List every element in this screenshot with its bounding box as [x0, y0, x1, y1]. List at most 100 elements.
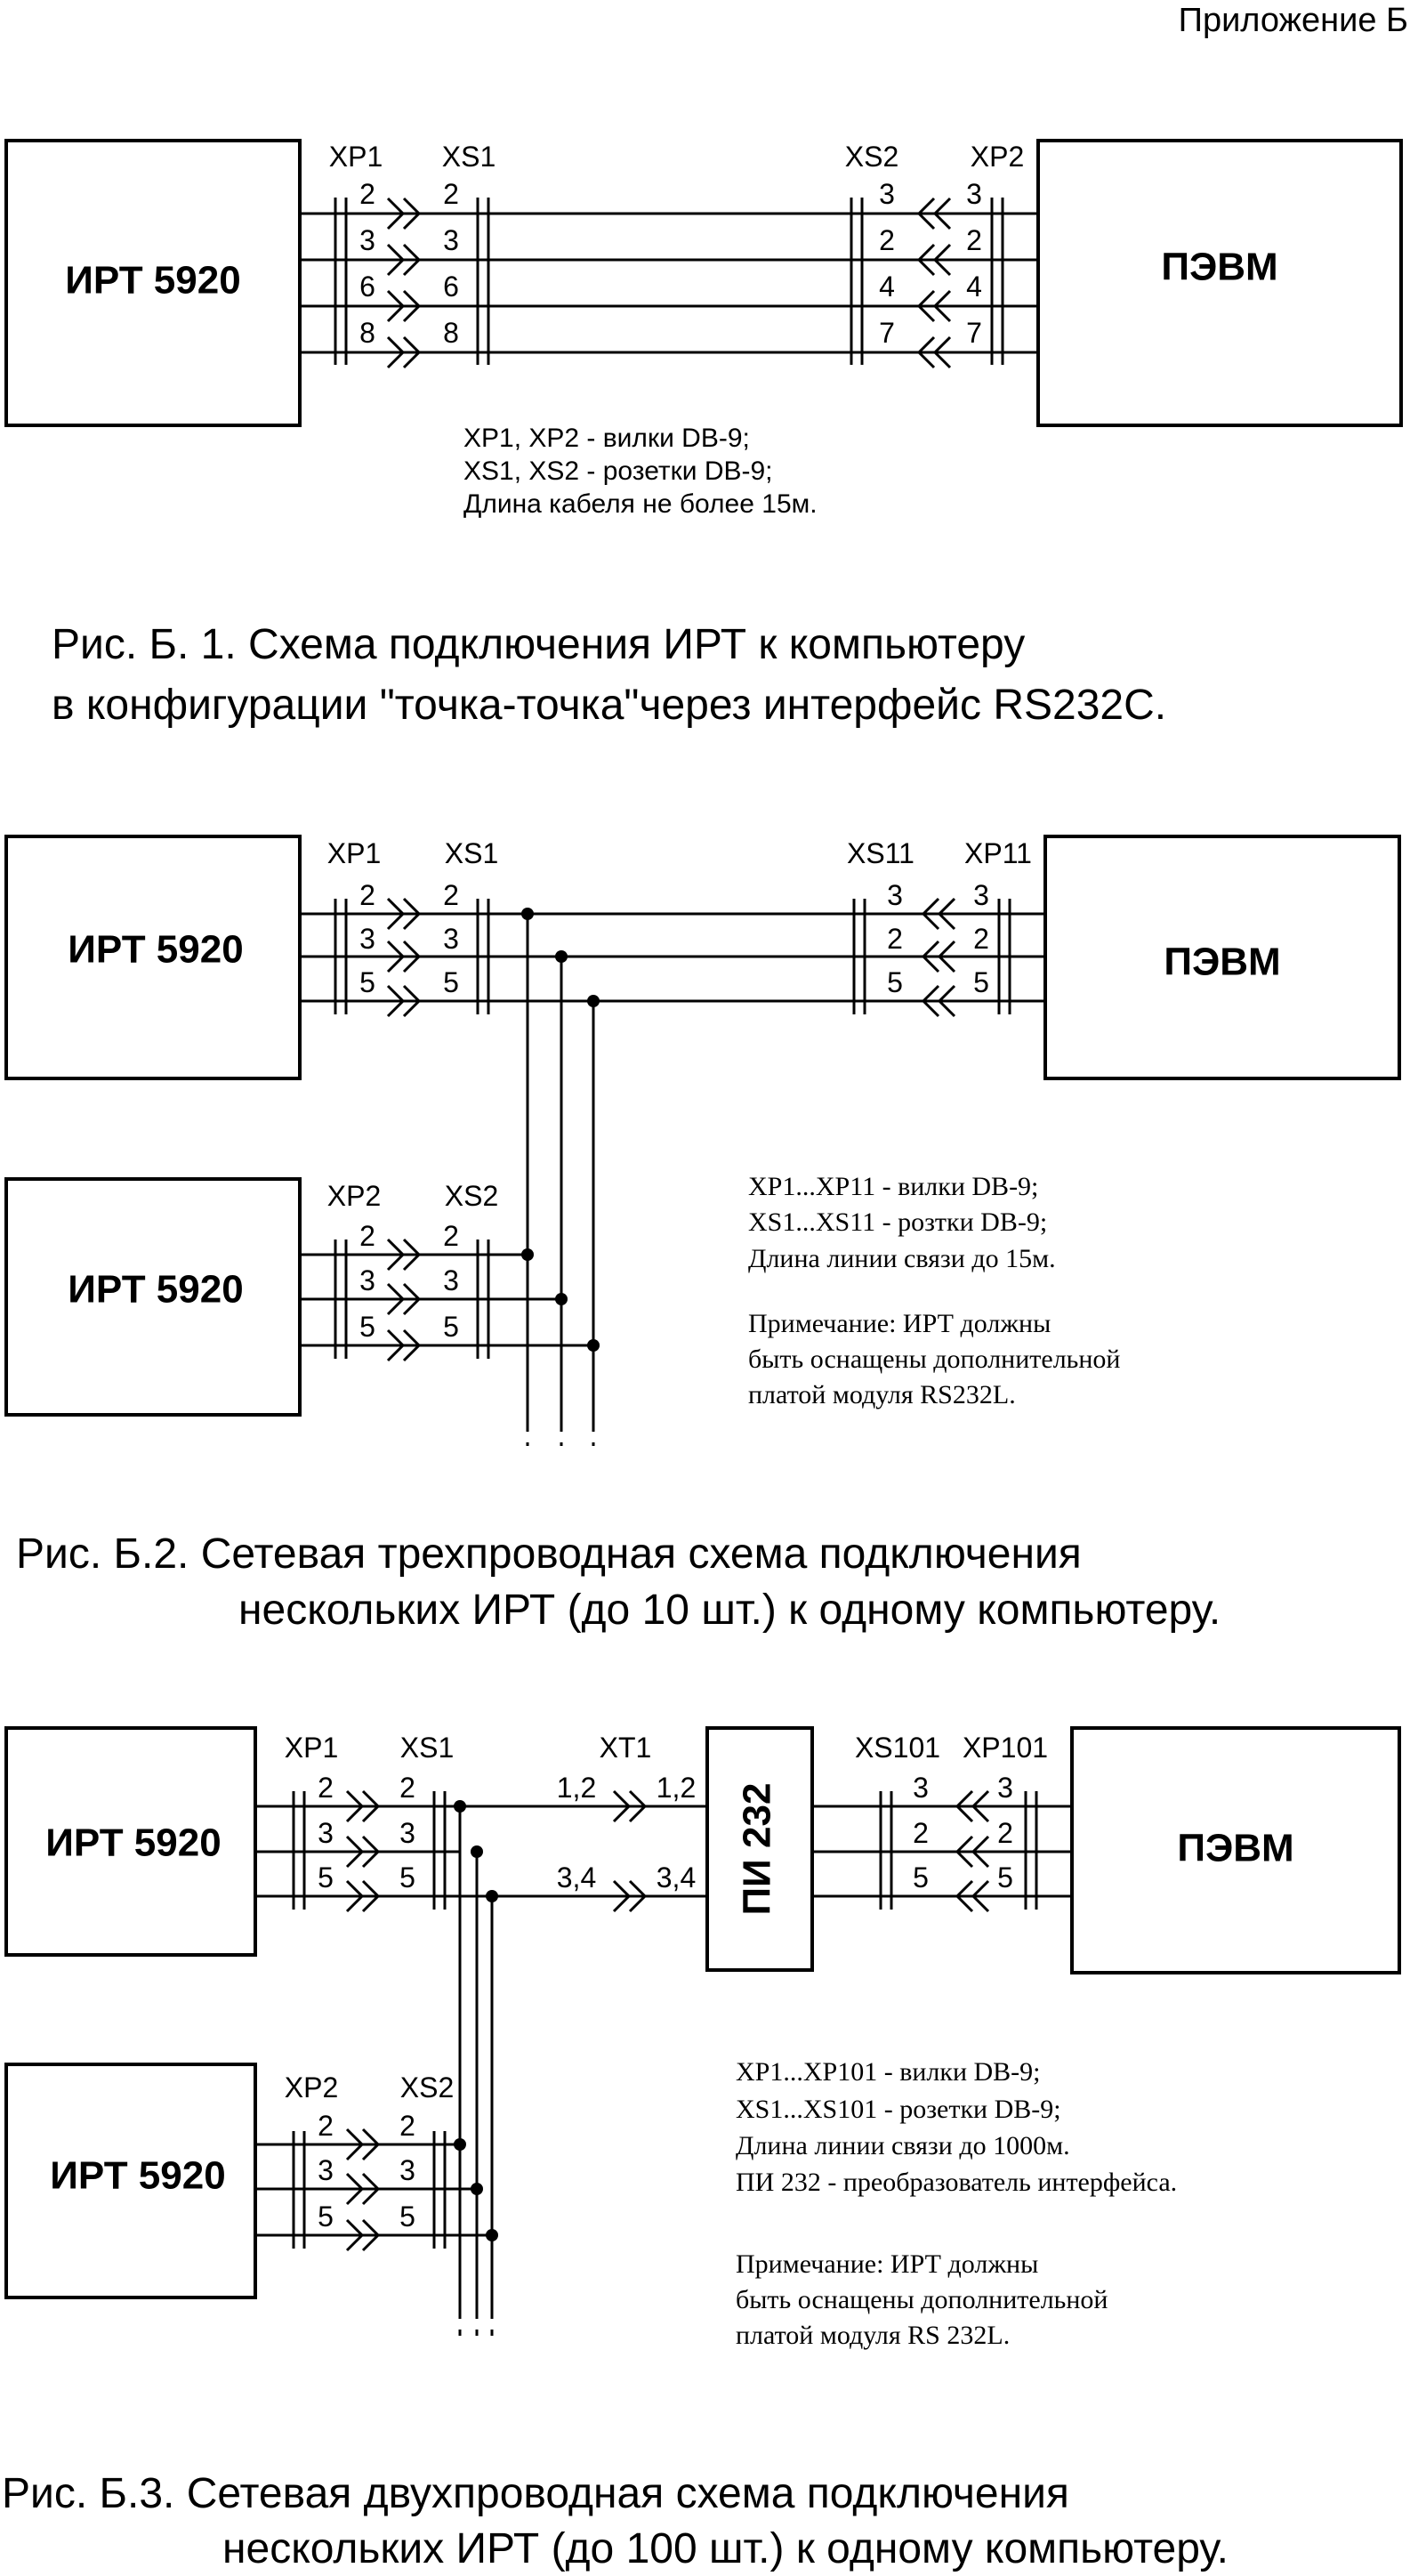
xt1-out-pin-2: 3,4	[657, 1861, 696, 1894]
connector-chevrons	[345, 1789, 990, 2252]
figure-3-two-wire-network-diagram: ИРТ 5920 ИРТ 5920 ПИ 232 ПЭВМ XP1 XS1 XT…	[2, 1726, 1401, 2572]
xs2-pin-1: 2	[443, 1220, 459, 1252]
xp1-pin-2: 3	[359, 224, 375, 256]
figure-1-caption-line-2: в конфигурации "точка-точка"через интерф…	[52, 682, 1166, 729]
xp2-connector-label: XP2	[285, 2071, 338, 2104]
bus-wires	[255, 1791, 1072, 2306]
xp1-pin-1: 2	[359, 178, 375, 210]
irt-5920-label-1: ИРТ 5920	[45, 1821, 221, 1865]
xp2-connector-label: XP2	[971, 141, 1024, 173]
remark-line: Примечание: ИРТ должны	[736, 2249, 1038, 2279]
xs1-pin-4: 8	[443, 317, 459, 349]
xs1-connector-label: XS1	[400, 1732, 454, 1764]
xp1-pin-2: 3	[318, 1817, 334, 1849]
note-line: XP1, XP2 - вилки DB-9;	[463, 424, 750, 453]
xs11-pin-1: 3	[887, 879, 903, 911]
figure-3-caption: Рис. Б.3. Сетевая двухпроводная схема по…	[2, 2470, 1069, 2517]
connector-chevrons	[386, 197, 952, 369]
xs2-pin-3: 5	[399, 2201, 415, 2233]
xp11-connector-label: XP11	[964, 837, 1032, 869]
xt1-connector-label: XT1	[600, 1732, 652, 1764]
xs1-pin-3: 6	[443, 271, 459, 303]
xs11-connector-label: XS11	[847, 837, 914, 869]
remark-line: Примечание: ИРТ должны	[748, 1309, 1051, 1338]
xp101-pin-2: 2	[997, 1817, 1013, 1849]
xs1-pin-2: 3	[443, 224, 459, 256]
xt1-out-pin-1: 1,2	[657, 1772, 696, 1804]
xs2-pin-1: 3	[879, 178, 895, 210]
xs101-connector-label: XS101	[855, 1732, 940, 1764]
xp1-pin-2: 3	[359, 923, 375, 955]
note-line: Длина кабеля не более 15м.	[463, 489, 818, 519]
xs2-pin-3: 4	[879, 271, 895, 303]
xp2-pin-1: 2	[318, 2110, 334, 2142]
xs101-pin-1: 3	[913, 1772, 929, 1804]
xs2-pin-2: 2	[879, 224, 895, 256]
figure-1-caption: Рис. Б. 1. Схема подключения ИРТ к компь…	[52, 621, 1025, 668]
xp1-connector-label: XP1	[285, 1732, 338, 1764]
xs2-pin-1: 2	[399, 2110, 415, 2142]
xt1-in-pin-1: 1,2	[557, 1772, 596, 1804]
xp11-pin-3: 5	[973, 966, 989, 998]
network-notes: XP1...XP101 - вилки DB-9; XS1...XS101 - …	[736, 2057, 1177, 2350]
remark-line: платой модуля RS 232L.	[736, 2321, 1010, 2350]
cable-wires	[300, 198, 1038, 365]
xs2-pin-3: 5	[443, 1311, 459, 1343]
xp11-pin-2: 2	[973, 923, 989, 955]
xs1-connector-label: XS1	[445, 837, 498, 869]
xs1-pin-3: 5	[399, 1861, 415, 1894]
note-line: Длина линии связи до 15м.	[748, 1244, 1056, 1273]
junction-dots	[454, 1800, 498, 2241]
note-line: XP1...XP101 - вилки DB-9;	[736, 2057, 1041, 2087]
xs101-pin-3: 5	[913, 1861, 929, 1894]
xp2-pin-3: 5	[318, 2201, 334, 2233]
pin-numbers: 2 3 5 2 3 5 2 3 5 2 3 5 3 2 5 3 2 5	[359, 879, 989, 1343]
xp101-connector-label: XP101	[963, 1732, 1048, 1764]
irt-5920-device-box-2	[4, 2063, 257, 2299]
remark-line: платой модуля RS232L.	[748, 1380, 1016, 1409]
pi-232-converter-box	[705, 1726, 814, 1972]
figure-2-caption-line-2: нескольких ИРТ (до 10 шт.) к одному комп…	[238, 1587, 1221, 1634]
figure-2-three-wire-network-diagram: ИРТ 5920 ИРТ 5920 ПЭВМ XP1 XS1 XS11 XP11…	[4, 835, 1401, 1634]
xp2-pin-4: 7	[966, 317, 982, 349]
xp1-pin-3: 5	[359, 966, 375, 998]
xs1-pin-1: 2	[443, 178, 459, 210]
pi-232-label: ПИ 232	[736, 1783, 779, 1916]
irt-5920-device-box-2	[4, 1177, 302, 1417]
xp2-pin-2: 3	[359, 1264, 375, 1296]
irt-5920-label-2: ИРТ 5920	[50, 2154, 225, 2198]
xp1-pin-1: 2	[359, 879, 375, 911]
network-notes: XP1...XP11 - вилки DB-9; XS1...XS11 - ро…	[748, 1172, 1120, 1409]
xs1-pin-2: 3	[399, 1817, 415, 1849]
xt1-in-pin-2: 3,4	[557, 1861, 596, 1894]
appendix-label: Приложение Б	[1179, 2, 1408, 39]
xp2-pin-2: 3	[318, 2154, 334, 2186]
xs2-pin-2: 3	[443, 1264, 459, 1296]
xp1-connector-label: XP1	[327, 837, 381, 869]
figure-3-caption-line-2: нескольких ИРТ (до 100 шт.) к одному ком…	[222, 2525, 1229, 2572]
note-line: Длина линии связи до 1000м.	[736, 2131, 1070, 2160]
xs11-pin-2: 2	[887, 923, 903, 955]
remark-line: быть оснащены дополнительной	[736, 2285, 1108, 2314]
xp101-pin-1: 3	[997, 1772, 1013, 1804]
xs101-pin-2: 2	[913, 1817, 929, 1849]
xs1-pin-1: 2	[443, 879, 459, 911]
bus-continuation-dashes	[458, 2306, 494, 2336]
irt-5920-label-2: ИРТ 5920	[68, 1268, 243, 1312]
figure-1-point-to-point-diagram: ИРТ 5920 ПЭВМ XP1 XS1 XS2 XP2	[4, 139, 1403, 729]
note-line: XS1...XS11 - розтки DB-9;	[748, 1207, 1047, 1237]
irt-5920-label-1: ИРТ 5920	[68, 928, 243, 972]
xp2-pin-1: 2	[359, 1220, 375, 1252]
xp1-pin-3: 5	[318, 1861, 334, 1894]
xs2-pin-4: 7	[879, 317, 895, 349]
bus-continuation-dashes	[526, 1419, 595, 1446]
pin-numbers: 2 3 6 8 2 3 6 8 3 2 4 7 3 2 4 7	[359, 178, 982, 349]
note-line: XS1, XS2 - розетки DB-9;	[463, 456, 773, 486]
note-line: XP1...XP11 - вилки DB-9;	[748, 1172, 1038, 1201]
xp1-pin-4: 8	[359, 317, 375, 349]
irt-5920-device-box	[4, 139, 302, 427]
xp2-pin-3: 5	[359, 1311, 375, 1343]
xs1-pin-1: 2	[399, 1772, 415, 1804]
xs2-connector-label: XS2	[845, 141, 898, 173]
